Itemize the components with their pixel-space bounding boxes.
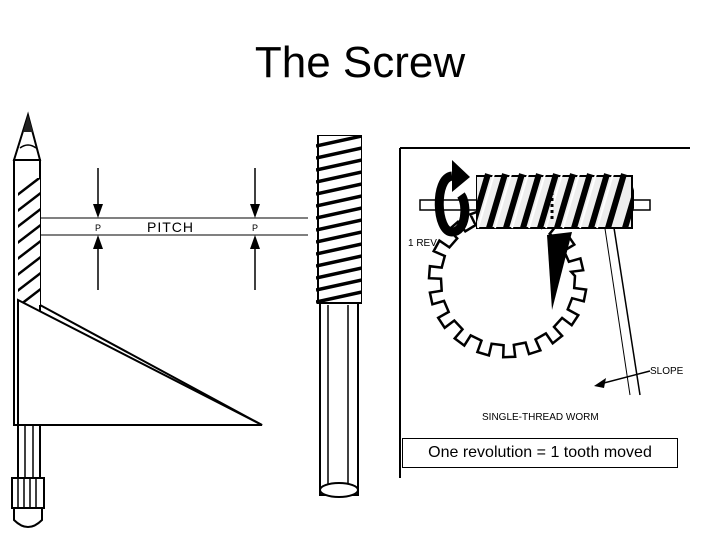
inclined-plane-triangle [17,298,263,426]
p-label-left: P [95,223,101,233]
worm-threads [476,173,634,229]
worm-caption: SINGLE-THREAD WORM [482,412,599,423]
slope-arrow [594,370,651,388]
slide-title: The Screw [254,38,466,87]
rotation-arrow-icon [434,160,470,237]
pitch-dimension: P PITCH P [40,168,308,290]
pitch-arrow-left [93,168,103,290]
gear-pointer [547,232,572,310]
worm-gear-panel: 1 REV SLOPE SINGLE-THREAD WORM [399,147,690,478]
slope-label: SLOPE [650,366,684,377]
pencil-ferrule [11,477,45,509]
threaded-rod [316,135,362,498]
rev-label: 1 REV [408,238,437,249]
rod-threads [316,135,362,304]
callout-box: One revolution = 1 tooth moved [402,438,678,468]
wrapped-thread-band [18,178,40,305]
pitch-arrow-right [250,168,260,290]
pitch-label: PITCH [147,219,194,235]
pencil-eraser [13,507,43,528]
p-label-right: P [252,223,258,233]
pencil-figure [11,111,263,528]
